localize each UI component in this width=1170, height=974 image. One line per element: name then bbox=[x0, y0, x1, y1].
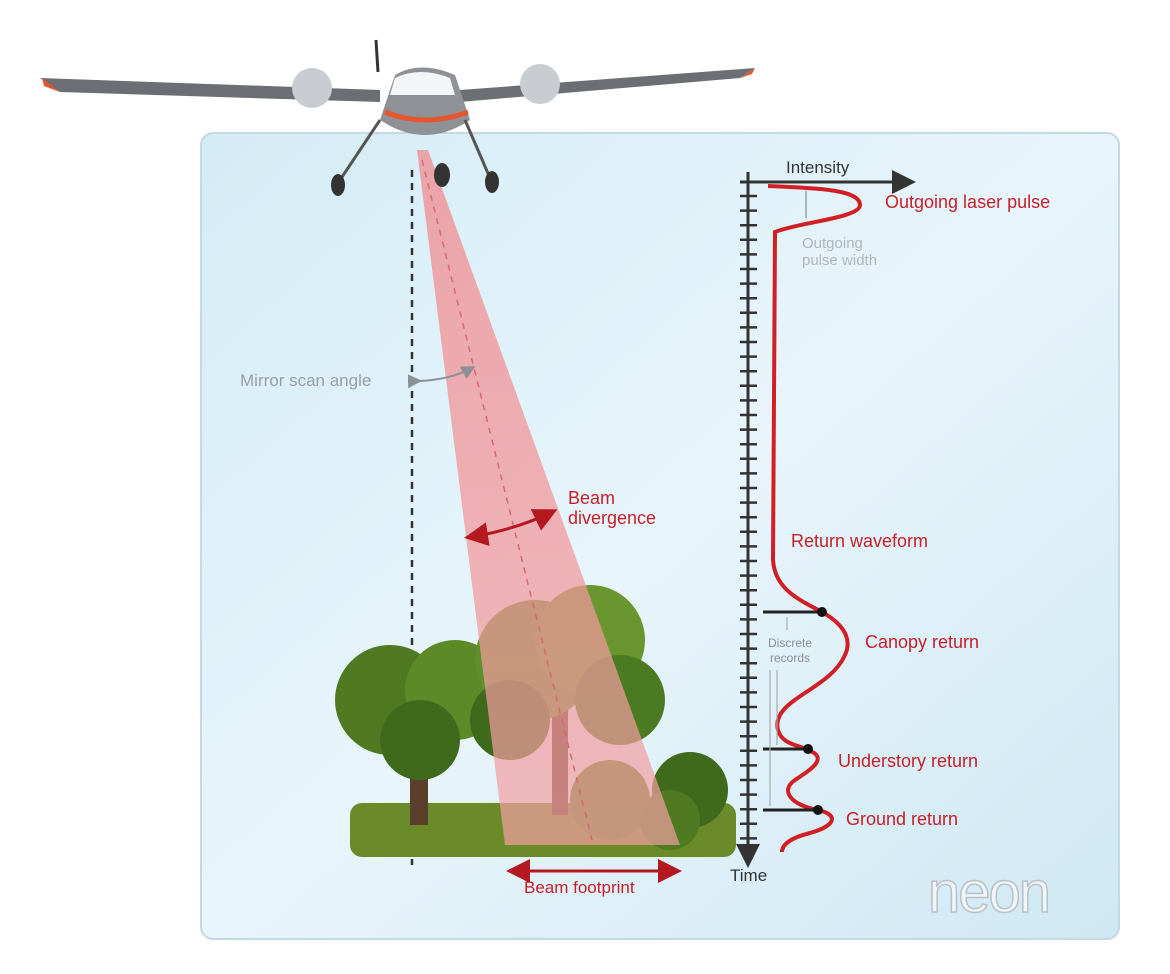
outgoing-pulse-label: Outgoing laser pulse bbox=[885, 192, 1050, 212]
beam-divergence-arrow bbox=[464, 509, 558, 547]
outgoing-width-label-2: pulse width bbox=[802, 252, 877, 269]
aircraft bbox=[40, 39, 755, 196]
discrete-records-label-1: Discrete bbox=[768, 636, 812, 650]
mirror-scan-angle-label: Mirror scan angle bbox=[240, 371, 371, 390]
understory-return-label: Understory return bbox=[838, 751, 978, 771]
beam-divergence-label-2: divergence bbox=[568, 508, 656, 528]
time-axis-label: Time bbox=[730, 866, 767, 885]
scan-angle-arc bbox=[407, 366, 476, 389]
beam-footprint-label: Beam footprint bbox=[524, 878, 635, 897]
beam-divergence-label-1: Beam bbox=[568, 488, 615, 508]
canopy-return-label: Canopy return bbox=[865, 632, 979, 652]
laser-beam bbox=[417, 150, 680, 845]
return-waveform-label: Return waveform bbox=[791, 531, 928, 551]
ground-return-label: Ground return bbox=[846, 809, 958, 829]
intensity-axis-label: Intensity bbox=[786, 158, 850, 177]
discrete-records-label-2: records bbox=[770, 651, 810, 665]
outgoing-width-label-1: Outgoing bbox=[802, 235, 863, 252]
discrete-record-markers bbox=[763, 607, 827, 815]
beam-center-line bbox=[421, 159, 593, 841]
neon-logo: neon bbox=[928, 860, 1049, 925]
